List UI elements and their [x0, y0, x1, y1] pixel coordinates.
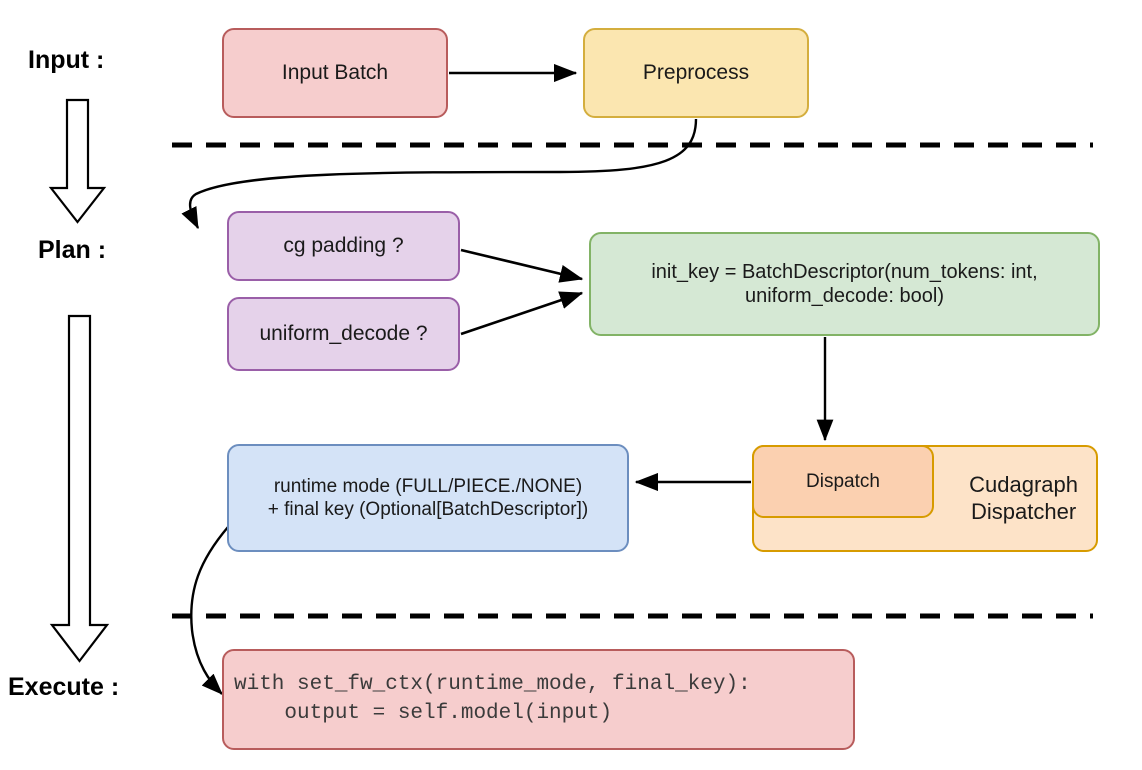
node-code-block-line2: output = self.model(input) [234, 701, 613, 725]
node-init-key-line2: uniform_decode: bool) [744, 285, 944, 307]
node-cg-padding-label: cg padding ? [283, 234, 404, 258]
node-code-block-line1: with set_fw_ctx(runtime_mode, final_key)… [234, 673, 751, 697]
node-runtime-mode[interactable]: runtime mode (FULL/PIECE./NONE) + final … [227, 444, 629, 552]
node-init-key-line1: init_key = BatchDescriptor(num_tokens: i… [651, 260, 1038, 283]
node-cg-padding[interactable]: cg padding ? [227, 211, 460, 281]
edge-cg-padding-to-init-key [460, 248, 584, 283]
node-uniform-decode[interactable]: uniform_decode ? [227, 297, 460, 371]
node-dispatch-label: Dispatch [806, 470, 880, 492]
node-code-block[interactable]: with set_fw_ctx(runtime_mode, final_key)… [222, 649, 855, 750]
node-preprocess[interactable]: Preprocess [583, 28, 809, 118]
stage-label-execute: Execute : [8, 673, 120, 701]
edge-uniform-decode-to-init-key [460, 291, 584, 336]
node-preprocess-label: Preprocess [642, 61, 750, 85]
node-init-key-text: init_key = BatchDescriptor(num_tokens: i… [651, 260, 1037, 309]
stage-arrow-input-to-plan [48, 98, 107, 224]
node-input-batch[interactable]: Input Batch [222, 28, 448, 118]
stage-arrow-plan-to-execute [49, 314, 110, 663]
node-cudagraph-dispatcher-line2: Dispatcher [970, 498, 1077, 524]
node-code-block-text: with set_fw_ctx(runtime_mode, final_key)… [234, 671, 751, 728]
node-runtime-mode-text: runtime mode (FULL/PIECE./NONE) + final … [268, 475, 589, 521]
node-cudagraph-dispatcher-text: Cudagraph Dispatcher [969, 472, 1078, 526]
node-runtime-mode-line1: runtime mode (FULL/PIECE./NONE) [273, 475, 583, 497]
node-dispatch[interactable]: Dispatch [752, 445, 934, 518]
node-runtime-mode-line2: + final key (Optional[BatchDescriptor]) [267, 499, 589, 520]
node-uniform-decode-label: uniform_decode ? [259, 322, 428, 346]
node-cudagraph-dispatcher-line1: Cudagraph [969, 471, 1078, 497]
node-input-batch-label: Input Batch [281, 61, 389, 85]
stage-label-plan: Plan : [38, 236, 107, 264]
stage-label-input: Input : [28, 46, 105, 74]
node-init-key[interactable]: init_key = BatchDescriptor(num_tokens: i… [589, 232, 1100, 336]
